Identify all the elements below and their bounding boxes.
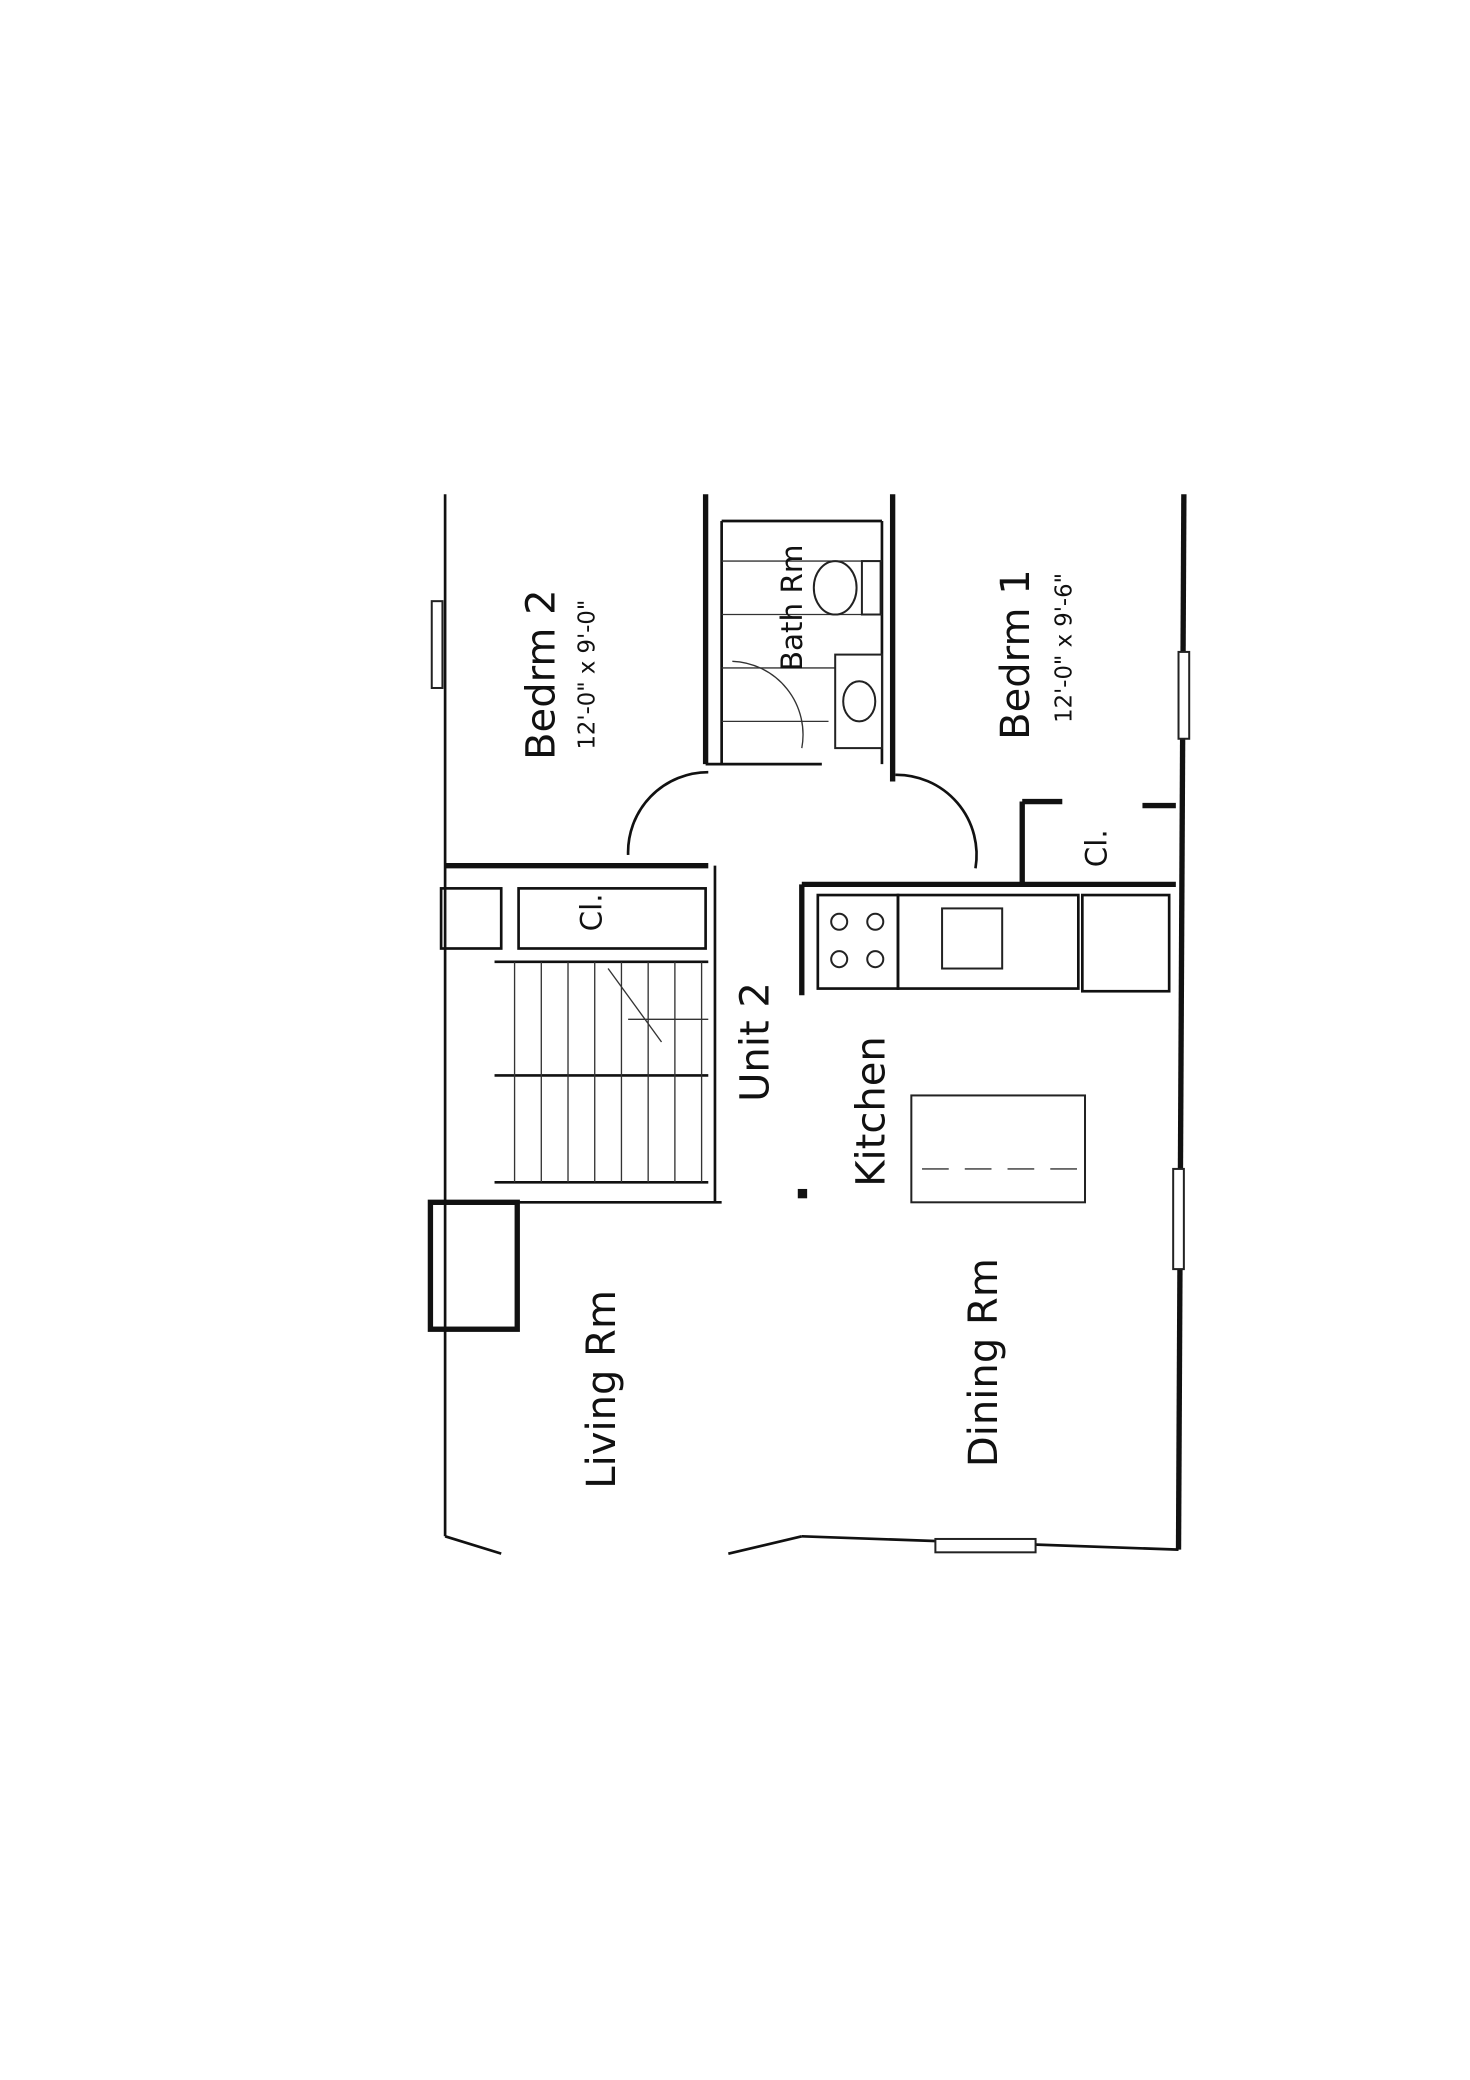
room-label-bathroom: Bath Rm bbox=[775, 545, 809, 672]
closet-stair-block bbox=[427, 862, 722, 1332]
room-size-bedroom1: 12'-0" x 9'-6" bbox=[1052, 573, 1078, 723]
stove-burner bbox=[866, 950, 885, 969]
unit-label: Unit 2 bbox=[732, 982, 778, 1102]
room-label-dining: Dining Rm bbox=[961, 1258, 1007, 1467]
stove-burner bbox=[830, 950, 849, 969]
room-label-living: Living Rm bbox=[579, 1290, 625, 1489]
stove-burner bbox=[866, 912, 885, 931]
window bbox=[1172, 1167, 1185, 1271]
outer-walls bbox=[430, 494, 1191, 1555]
kitchen-counters bbox=[797, 798, 1176, 1204]
door-swing bbox=[626, 770, 709, 856]
bathroom-walls bbox=[702, 494, 896, 782]
toilet-tank bbox=[860, 560, 882, 616]
door-swing bbox=[895, 773, 978, 869]
window bbox=[430, 600, 444, 689]
room-label-bedroom1: Bedrm 1 bbox=[993, 569, 1039, 740]
window bbox=[934, 1537, 1037, 1554]
room-size-bedroom2: 12'-0" x 9'-0" bbox=[575, 600, 601, 750]
toilet bbox=[812, 560, 858, 616]
room-label-bedroom2: Bedrm 2 bbox=[519, 589, 565, 760]
room-label-kitchen: Kitchen bbox=[849, 1036, 895, 1187]
stove-burner bbox=[830, 912, 849, 931]
window bbox=[1177, 650, 1191, 740]
room-label-closet: Cl. bbox=[574, 893, 608, 931]
room-label-closet: Cl. bbox=[1079, 829, 1113, 867]
kitchen-sink bbox=[941, 907, 1004, 970]
kitchen-island bbox=[910, 1094, 1087, 1204]
